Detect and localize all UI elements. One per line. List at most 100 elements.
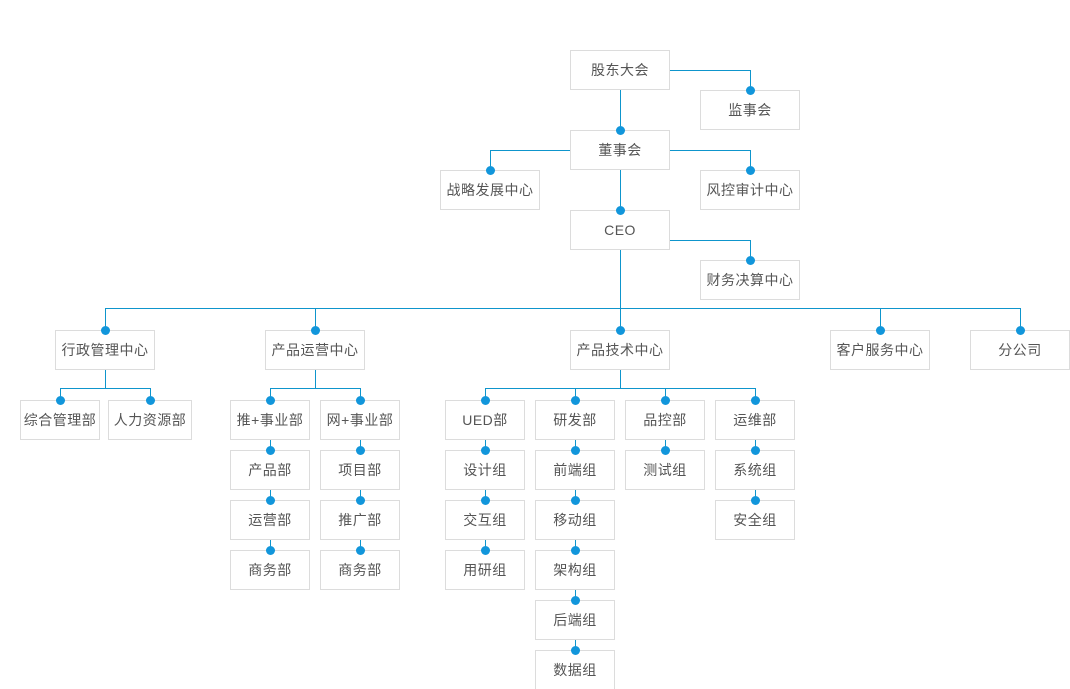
connector-line (360, 540, 361, 550)
connector-line (485, 540, 486, 550)
org-node[interactable]: 安全组 (715, 500, 795, 540)
org-node[interactable]: 移动组 (535, 500, 615, 540)
connector-dot (750, 395, 760, 405)
org-node[interactable]: 推+事业部 (230, 400, 310, 440)
connector-dot (750, 445, 760, 455)
connector-line (485, 388, 486, 400)
org-node[interactable]: 产品技术中心 (570, 330, 670, 370)
org-node[interactable]: 架构组 (535, 550, 615, 590)
org-node-label: 运营部 (248, 512, 292, 528)
org-node-label: 产品部 (248, 462, 292, 478)
connector-line (485, 440, 486, 450)
org-node[interactable]: 系统组 (715, 450, 795, 490)
org-node-label: 综合管理部 (23, 412, 97, 428)
connector-dot (1015, 325, 1025, 335)
connector-line (360, 490, 361, 500)
org-node[interactable]: 财务决算中心 (700, 260, 800, 300)
org-node[interactable]: 前端组 (535, 450, 615, 490)
connector-line (315, 308, 316, 330)
connector-line (490, 150, 491, 170)
org-node[interactable]: 项目部 (320, 450, 400, 490)
connector-dot (660, 445, 670, 455)
connector-line (755, 388, 756, 400)
org-node-label: 人力资源部 (113, 412, 187, 428)
connector-line (575, 590, 576, 600)
org-node[interactable]: 产品部 (230, 450, 310, 490)
connector-line (620, 250, 621, 308)
org-node-label: 后端组 (553, 612, 597, 628)
org-node[interactable]: 行政管理中心 (55, 330, 155, 370)
org-node-label: 安全组 (733, 512, 777, 528)
org-node-label: 用研组 (463, 562, 507, 578)
connector-dot (480, 545, 490, 555)
connector-line (485, 490, 486, 500)
org-node[interactable]: 商务部 (230, 550, 310, 590)
org-node[interactable]: 网+事业部 (320, 400, 400, 440)
connector-line (575, 640, 576, 650)
connector-line (755, 440, 756, 450)
connector-line (60, 388, 61, 400)
connector-line (105, 370, 106, 388)
org-node[interactable]: 后端组 (535, 600, 615, 640)
connector-line (575, 540, 576, 550)
connector-line (270, 388, 360, 389)
org-node[interactable]: 人力资源部 (108, 400, 192, 440)
org-node-label: 移动组 (553, 512, 597, 528)
connector-line (750, 150, 751, 170)
connector-dot (750, 495, 760, 505)
connector-dot (265, 545, 275, 555)
connector-dot (570, 445, 580, 455)
connector-line (315, 370, 316, 388)
connector-dot (485, 165, 495, 175)
org-node[interactable]: 运营部 (230, 500, 310, 540)
org-node[interactable]: 研发部 (535, 400, 615, 440)
org-node[interactable]: 监事会 (700, 90, 800, 130)
connector-line (270, 540, 271, 550)
org-node[interactable]: 用研组 (445, 550, 525, 590)
connector-line (60, 388, 150, 389)
connector-dot (265, 395, 275, 405)
connector-dot (480, 445, 490, 455)
org-node-label: 财务决算中心 (706, 272, 794, 288)
connector-line (665, 440, 666, 450)
org-node[interactable]: CEO (570, 210, 670, 250)
org-node[interactable]: 产品运营中心 (265, 330, 365, 370)
connector-line (670, 240, 750, 241)
org-node[interactable]: 测试组 (625, 450, 705, 490)
connector-line (750, 70, 751, 90)
org-node[interactable]: 客户服务中心 (830, 330, 930, 370)
connector-line (490, 150, 570, 151)
org-node[interactable]: 品控部 (625, 400, 705, 440)
connector-dot (875, 325, 885, 335)
org-node-label: 分公司 (998, 342, 1042, 358)
org-node[interactable]: 分公司 (970, 330, 1070, 370)
org-node[interactable]: 综合管理部 (20, 400, 100, 440)
org-node[interactable]: 设计组 (445, 450, 525, 490)
connector-dot (570, 395, 580, 405)
org-node[interactable]: 运维部 (715, 400, 795, 440)
org-node[interactable]: 数据组 (535, 650, 615, 689)
connector-line (1020, 308, 1021, 330)
connector-dot (660, 395, 670, 405)
org-node[interactable]: 股东大会 (570, 50, 670, 90)
org-node[interactable]: UED部 (445, 400, 525, 440)
connector-line (150, 388, 151, 400)
connector-line (360, 388, 361, 400)
org-node[interactable]: 风控审计中心 (700, 170, 800, 210)
connector-dot (480, 395, 490, 405)
org-node-label: 商务部 (338, 562, 382, 578)
org-node[interactable]: 战略发展中心 (440, 170, 540, 210)
org-node-label: UED部 (462, 412, 508, 428)
org-node[interactable]: 董事会 (570, 130, 670, 170)
org-node[interactable]: 交互组 (445, 500, 525, 540)
org-node-label: 战略发展中心 (446, 182, 534, 198)
org-node[interactable]: 推广部 (320, 500, 400, 540)
org-node-label: 前端组 (553, 462, 597, 478)
org-node-label: 风控审计中心 (706, 182, 794, 198)
connector-line (670, 150, 750, 151)
connector-dot (265, 495, 275, 505)
connector-line (105, 308, 106, 330)
org-node[interactable]: 商务部 (320, 550, 400, 590)
connector-dot (615, 125, 625, 135)
